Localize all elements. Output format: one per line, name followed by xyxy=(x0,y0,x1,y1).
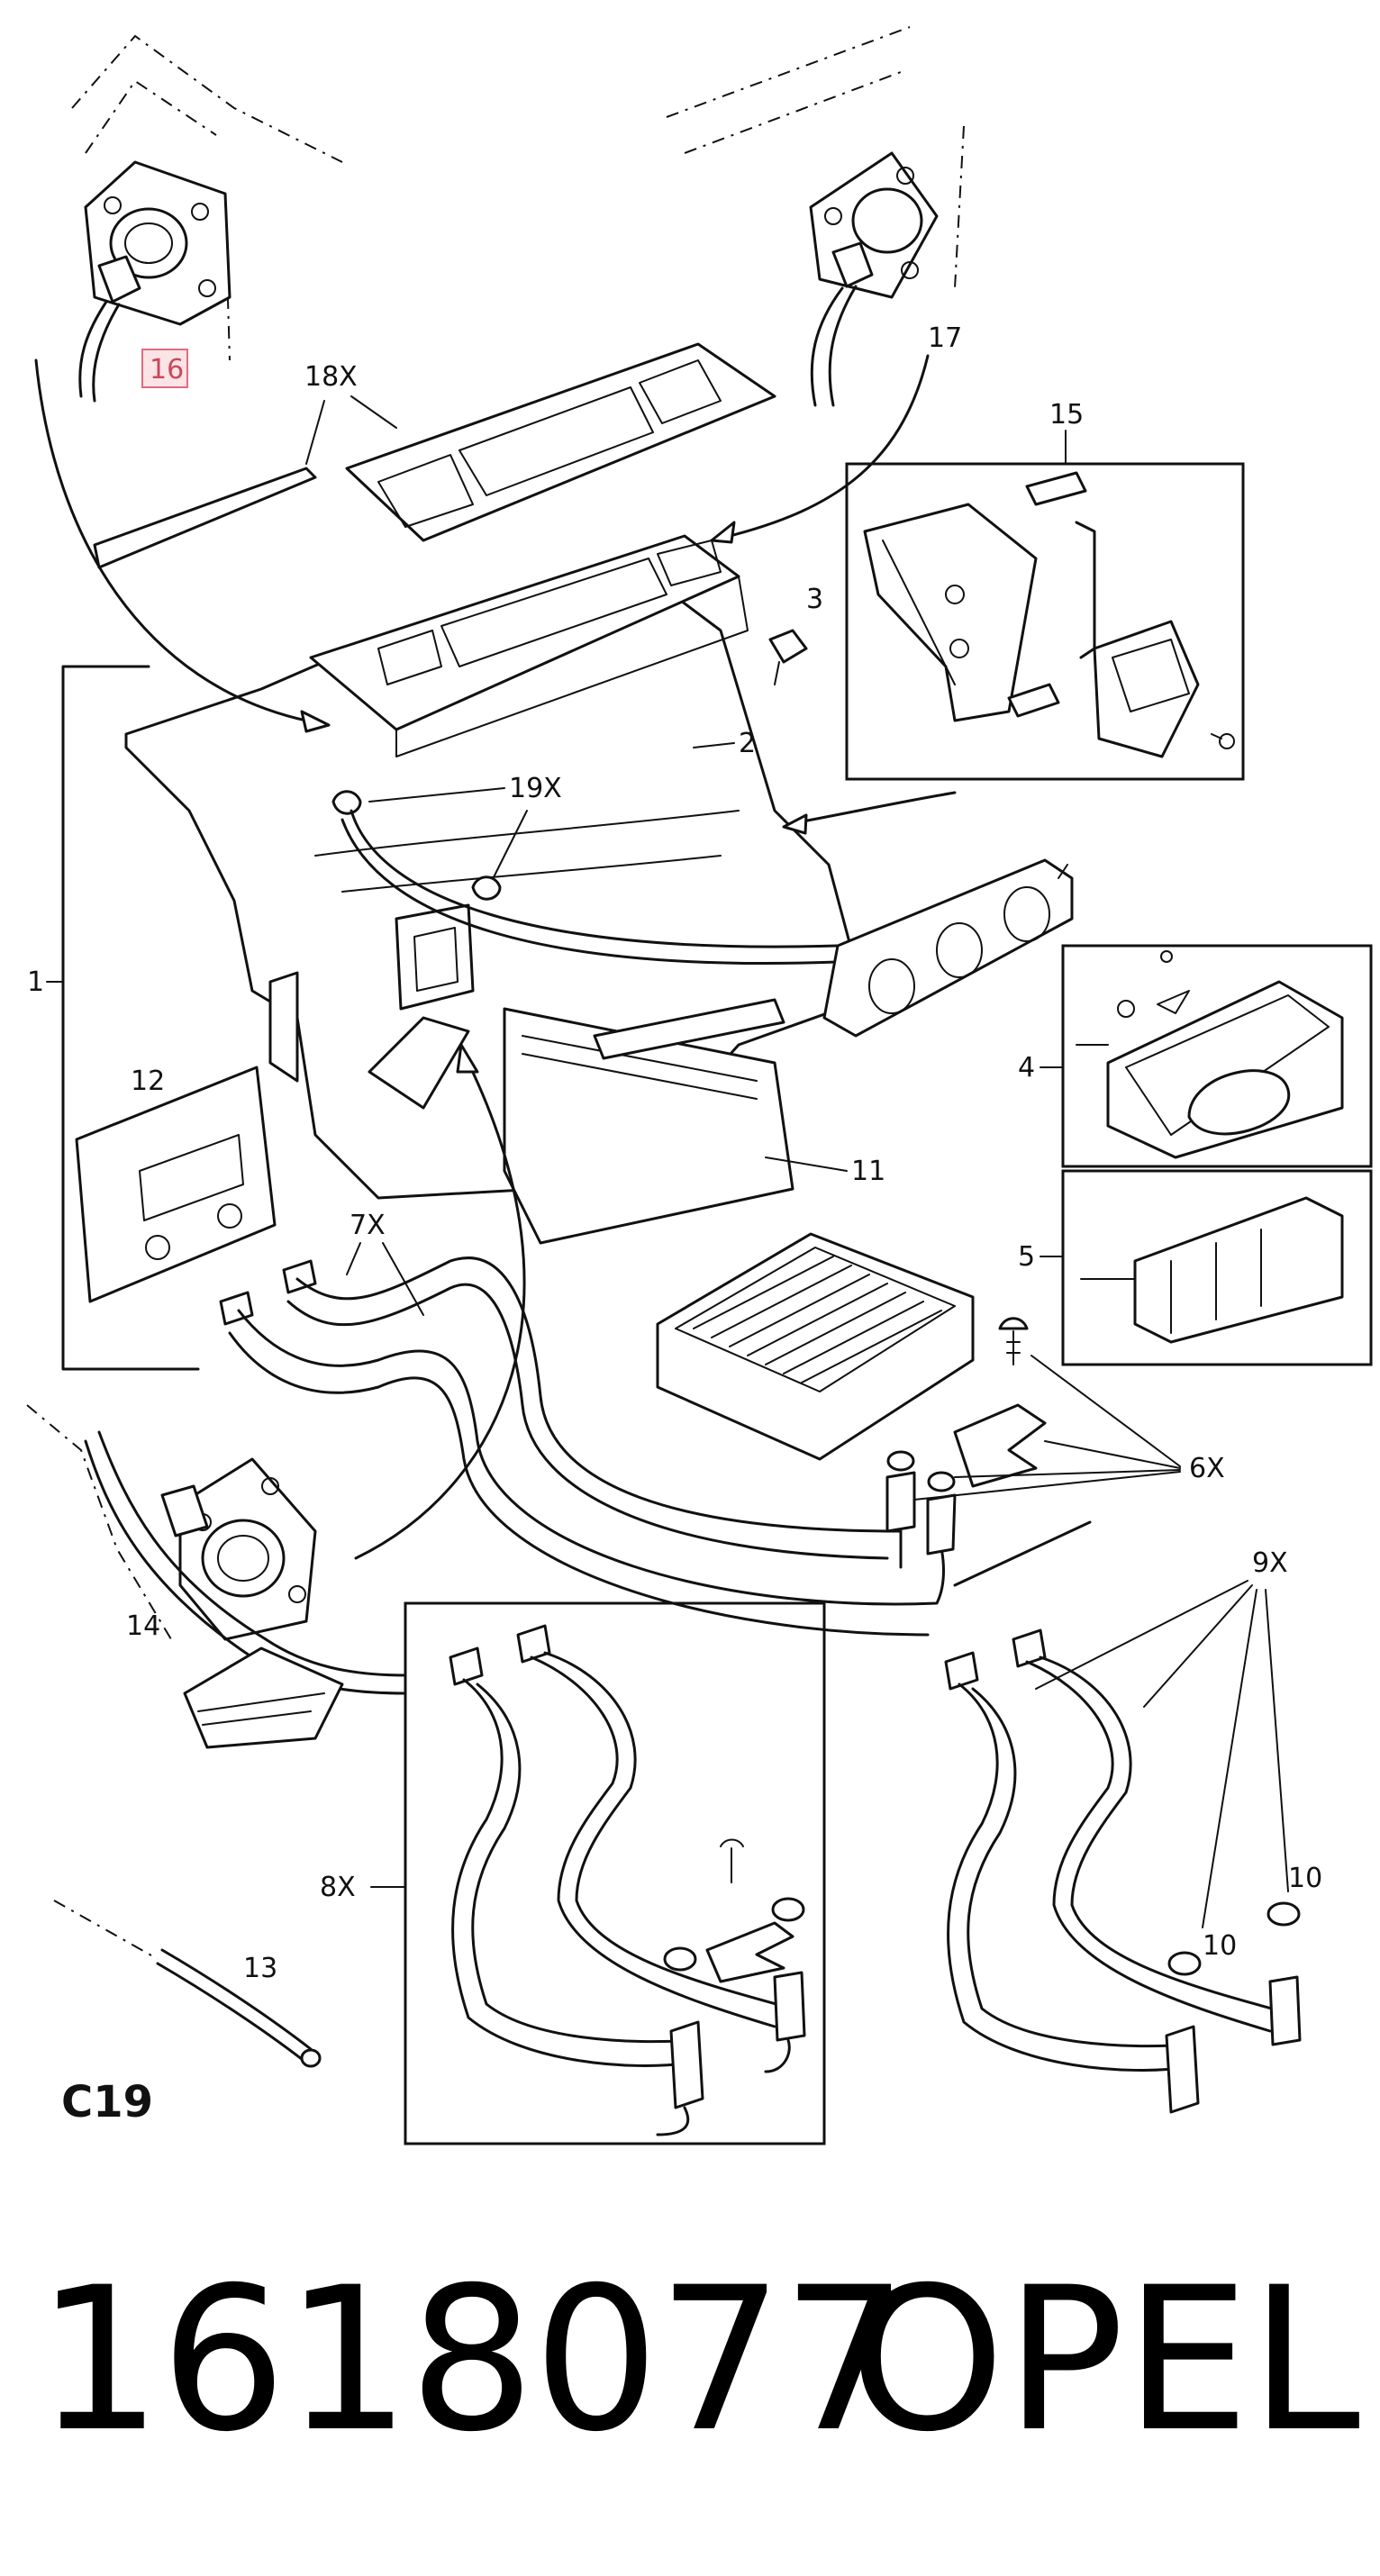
leader-7x-a xyxy=(346,1242,361,1275)
inset-box-4 xyxy=(1061,944,1373,1168)
leader-19x-a xyxy=(368,787,505,803)
label-1: 1 xyxy=(27,966,44,998)
heat-exchanger-4 xyxy=(1076,950,1344,1159)
sensor-17 xyxy=(809,151,939,407)
label-11: 11 xyxy=(851,1156,885,1187)
actuator-15 xyxy=(863,471,1235,758)
inset-box-8x xyxy=(404,1601,826,2145)
label-8x: 8X xyxy=(320,1872,356,1903)
arrowhead-16 xyxy=(300,710,331,733)
cable-tie-19x-b xyxy=(471,875,502,901)
leader-17 xyxy=(710,354,930,542)
arrowhead-14 xyxy=(456,1043,479,1074)
label-15: 15 xyxy=(1049,399,1084,431)
sensor-14 xyxy=(26,1404,407,1749)
label-9x: 9X xyxy=(1252,1547,1288,1579)
control-cable-b xyxy=(340,818,840,966)
label-5: 5 xyxy=(1018,1241,1035,1273)
footer: 1618077 OPEL xyxy=(0,2225,1380,2522)
clip-6x xyxy=(953,1403,1047,1488)
arrowhead-15 xyxy=(782,813,808,835)
screw-6x xyxy=(998,1317,1029,1365)
seal-6x-b xyxy=(927,1471,956,1492)
exploded-view-drawing: 16 17 18X xyxy=(26,26,1373,2145)
hoses-7x xyxy=(219,1256,957,1637)
leader-19x-b xyxy=(490,810,528,884)
arrowhead-17 xyxy=(710,521,736,544)
page-code: C19 xyxy=(61,2077,153,2127)
cable-tie-19x-a xyxy=(331,790,362,815)
frame-12 xyxy=(75,1066,277,1303)
label-6x: 6X xyxy=(1189,1453,1225,1484)
leader-14-arrow xyxy=(354,1061,526,1560)
leader-2 xyxy=(693,742,735,748)
leader-6x-d xyxy=(913,1471,1181,1501)
leader-9x-b xyxy=(1143,1584,1253,1708)
leader-9x-a xyxy=(1035,1580,1248,1690)
heater-core xyxy=(656,1232,975,1461)
cable-13 xyxy=(53,1900,322,2068)
hoses-8x xyxy=(449,1624,806,2136)
label-3: 3 xyxy=(806,584,823,615)
label-4: 4 xyxy=(1018,1052,1035,1084)
label-17: 17 xyxy=(928,322,962,354)
body-panel-outline xyxy=(71,26,965,361)
leader-6x-c xyxy=(954,1469,1181,1478)
gasket-18x xyxy=(93,342,776,569)
inset-box-15 xyxy=(845,462,1245,781)
label-16-highlight xyxy=(141,349,188,388)
hoses-9x xyxy=(944,1628,1302,2114)
heat-exchanger-5 xyxy=(1080,1196,1344,1344)
leader-6x-b xyxy=(1044,1440,1181,1469)
leader-6x-a xyxy=(1030,1355,1181,1467)
label-7x: 7X xyxy=(350,1210,386,1241)
screw-3 xyxy=(768,629,808,685)
seal-6x-a xyxy=(886,1450,915,1472)
leader-11 xyxy=(765,1156,848,1172)
part-number: 1618077 xyxy=(36,2245,908,2475)
label-10a: 10 xyxy=(1203,1930,1237,1962)
label-18x: 18X xyxy=(304,361,358,393)
leader-18x-b xyxy=(305,400,325,465)
label-19x: 19X xyxy=(509,773,562,804)
label-13: 13 xyxy=(243,1953,277,1984)
leader-15-arrow xyxy=(786,791,957,826)
sensor-16 xyxy=(78,160,232,403)
leader-9x-c xyxy=(1202,1589,1257,1928)
label-10b: 10 xyxy=(1288,1863,1322,1894)
leader-9x-d xyxy=(1265,1589,1289,1892)
inset-box-5 xyxy=(1061,1169,1373,1366)
leader-9x-tie xyxy=(953,1520,1092,1587)
brand-name: OPEL xyxy=(849,2245,1360,2475)
leader-16-arrow xyxy=(34,358,308,722)
leader-18x-a xyxy=(350,395,397,429)
control-cable-a xyxy=(350,809,840,948)
label-16: 16 xyxy=(150,354,184,385)
label-2: 2 xyxy=(739,728,756,759)
label-12: 12 xyxy=(131,1066,165,1097)
bracket-1 xyxy=(61,665,200,1371)
label-14: 14 xyxy=(126,1610,160,1642)
control-panel xyxy=(822,858,1074,1038)
